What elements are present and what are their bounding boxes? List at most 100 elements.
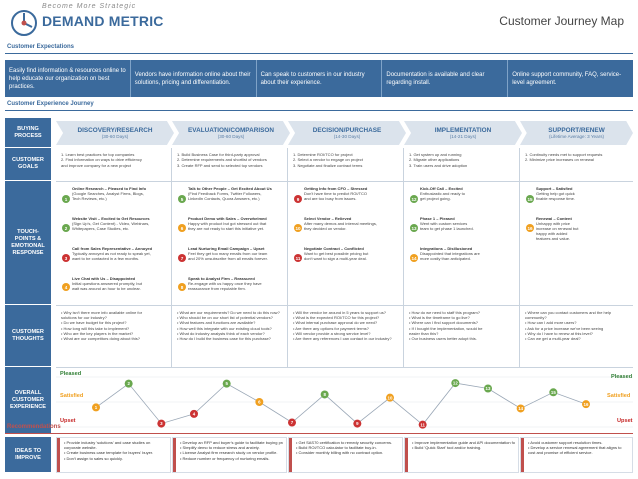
row-label-touchpoints: TOUCH-POINTS & EMOTIONAL RESPONSE [5,181,51,305]
touchpoint-detail: Typically annoyed as not ready to speak … [72,251,151,256]
touchpoint-detail: Don't have time to predict ROI/TCO [304,191,368,196]
experience-point-label: 8 [323,392,326,397]
row-label-ideas: IDEAS TO IMPROVE [5,437,51,473]
thought-line: • If I bought the implementation, would … [409,325,483,331]
thought-line: solutions for our industry? [61,315,107,321]
column-divider [404,148,520,367]
experience-point [418,420,427,429]
touchpoint-title: Getting Info from CFO – Stressed [304,186,368,191]
experience-point [451,379,460,388]
idea-line: Avoid customer support resolution times. [528,440,629,445]
row-label-buying-process: BUYING PROCESS [5,118,51,148]
thought-line: • Will the vendor be around in 5 years t… [293,310,387,315]
row-divider [56,367,633,368]
level-label-pleased: Pleased [60,371,82,377]
experience-point [484,384,492,393]
goal-line: 3. Negotiate and finalize contract terms [293,162,363,168]
stage-duration: (30-60 Days) [217,134,245,139]
touchpoint: Select Vendor – Relieved After many demo… [304,216,402,231]
touchpoint-detail: Went with custom services [420,221,468,226]
experience-point-label: 14 [518,406,523,411]
thought-line: • Why isn't there more info available on… [61,310,143,315]
thoughts-implementation: • How do we need to staff this program? … [406,308,520,366]
touchpoint-number-badge: 13 [410,224,418,232]
touchpoint-detail: Disappointed that integrations are [420,251,480,256]
stage-duration: (14-21 Days) [449,134,477,139]
touchpoint-title: Negotiate Contract – Conflicted [304,246,364,251]
goal-line: 1. Determine ROI/TCO for project [293,152,353,157]
touchpoint-detail: Want to get best possible pricing but [304,251,369,256]
touchpoint-title: Select Vendor – Relieved [304,216,352,221]
goal-line: 1. Learn best practices for top companie… [61,152,135,157]
expectation-text: Easily find information & resources onli… [9,67,126,90]
touchpoint-detail: Initial questions answered promptly, but [72,281,142,286]
experience-point-label: 6 [258,400,261,405]
touchpoint: Kick-Off Call – Excited Enthusiastic and… [420,186,518,201]
touchpoint: Website Visit – Excited to Get Resources… [72,216,170,231]
stage-duration: (14-30 Days) [333,134,361,139]
goals-implementation: 1. Get system up and running 2. Migrate … [406,150,520,178]
thought-line: • How well this integrate with our exist… [177,325,272,331]
touchpoint-detail: (Find Feedback Forms, Twitter Followers, [188,191,262,196]
experience-point [157,419,166,428]
touchpoint-number-badge: 9 [294,195,302,203]
experience-curve-line [95,382,587,426]
touchpoint-detail: don't want to sign a multi-year deal. [304,256,367,261]
expectation-text: Documentation is available and clear reg… [386,71,485,86]
level-label-satisfied-right: Satisfied [607,393,631,399]
expectation-item: Documentation is available and clear reg… [381,60,507,97]
section-divider [5,53,633,54]
touchpoint-detail: After many demos and internal meetings, [304,221,377,226]
touchpoint-number-badge: 10 [294,224,302,232]
touchpoint-number-badge: 11 [294,254,302,262]
touchpoint-detail: reassurance from reputable firm. [188,286,246,291]
thoughts-evaluation: • What are our requirements? Do we need … [174,308,288,366]
level-label-pleased-right: Pleased [611,374,633,380]
goal-line: 3. Create RFP and send to selected top v… [177,162,263,168]
idea-line: Develop an RFP and buyer's guide to faci… [180,440,283,445]
thought-line: • Can we get a multi-year deal? [525,336,581,342]
thought-line: • How can I add more users? [525,320,577,326]
touchpoint: Speak to Analyst Firm – Reassured Re-eng… [188,276,286,291]
experience-point [92,403,100,412]
touchpoint: Talk to Other People – Get Excited About… [188,186,286,201]
touchpoint-title: Website Visit – Excited to Get Resources [72,216,150,221]
expectation-text: Vendors have information online about th… [134,71,251,86]
touchpoint-title: Call from Sales Representative – Annoyed [72,246,153,251]
experience-point [320,390,329,399]
touchpoint: Renewal – Content Unhappy with price inc… [536,216,632,241]
experience-point-label: 7 [291,420,294,425]
touchpoint-title: Support – Satisfied [536,186,573,191]
stage-name: DECISION/PURCHASE [312,127,382,134]
row-divider [56,305,633,306]
goal-line: 1. Build Business Case for third-party a… [177,152,260,157]
goal-line: 1. Continuity needs met to support reque… [525,152,603,157]
idea-line: License Analyst firm research study on v… [180,450,283,455]
stage-header-decision: DECISION/PURCHASE (14-30 Days) [288,121,406,145]
stage-name: DISCOVERY/RESEARCH [77,127,153,134]
experience-point-label: 10 [388,395,393,400]
goal-line: 2. Select a vendor to engage on project [293,157,363,163]
row-label-customer-thoughts: CUSTOMER THOUGHTS [5,305,51,367]
touchpoint: Product Demo with Sales – Overwhelmed Ha… [188,216,286,231]
accent-bar [405,438,408,472]
ideas-decision: Get SAS70 certification to remedy securi… [288,437,403,473]
thoughts-decision: • Will the vendor be around in 5 years t… [290,308,404,366]
ideas-evaluation: Develop an RFP and buyer's guide to faci… [172,437,287,473]
touchpoint-detail: they are not ready to start this initiat… [188,226,265,231]
column-divider [56,148,172,367]
touchpoint-detail: Getting help got quick [536,191,575,196]
touchpoint-detail: Whitepapers, Case Studies, etc. [72,226,130,231]
section-expectations-label: Customer Expectations [7,44,75,50]
experience-point [255,398,264,406]
thought-line: • What is the timeframe to go live? [409,315,470,321]
experience-point-label: 16 [584,402,589,407]
touchpoint-number-badge: 16 [526,224,534,232]
goals-support: 1. Continuity needs met to support reque… [522,150,634,178]
expectation-item: Easily find information & resources onli… [5,60,130,97]
thought-line: • What are our requirements? Do we need … [177,310,280,315]
stage-header-support: SUPPORT/RENEW (Lifetime Average: 3 Years… [520,121,633,145]
accent-bar [521,438,524,472]
thought-line: • Our business users better adopt this. [409,336,477,342]
goal-line: 2. Determine requirements and shortlist … [177,157,267,163]
